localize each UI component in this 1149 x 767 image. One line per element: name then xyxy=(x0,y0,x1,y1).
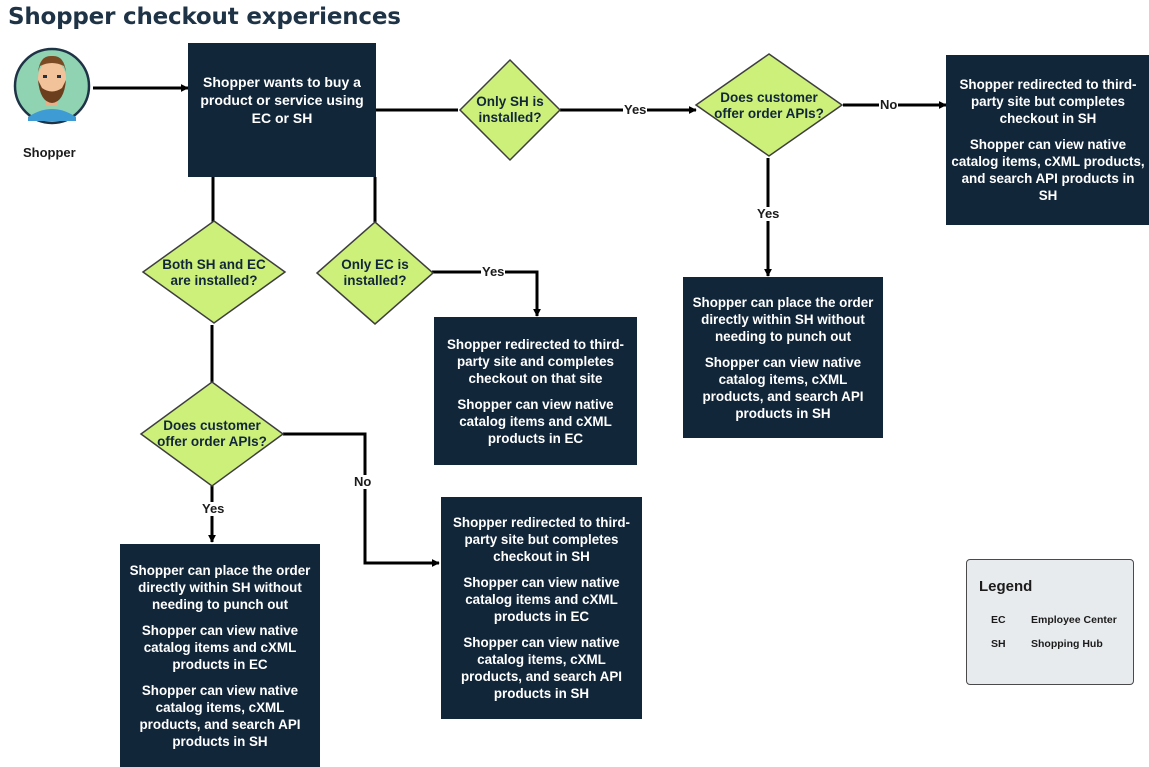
result-place-order-top-text-2: Shopper can view native catalog items, c… xyxy=(702,354,864,421)
start-text: Shopper wants to buy a product or servic… xyxy=(200,74,364,126)
result-place-order-top-box: Shopper can place the order directly wit… xyxy=(683,277,883,438)
decision-only-ec-diamond xyxy=(315,221,435,325)
legend: Legend EC Employee Center SH Shopping Hub xyxy=(966,559,1134,685)
connector-only-ec-yes xyxy=(432,270,541,317)
legend-abbr: SH xyxy=(991,638,1006,650)
decision-only-sh-label: Only SH is installed? xyxy=(476,94,544,125)
decision-only-sh-diamond xyxy=(458,58,562,162)
edge-label-apis-top-no: No xyxy=(879,97,899,112)
result-place-order-bottom-box: Shopper can place the order directly wit… xyxy=(120,544,320,767)
bearded-person-avatar-icon xyxy=(13,47,91,125)
decision-order-apis-bottom-diamond xyxy=(139,381,285,487)
legend-item-sh: SH Shopping Hub xyxy=(991,638,1103,650)
result-place-order-top-text-1: Shopper can place the order directly wit… xyxy=(692,294,874,344)
edge-label-only-sh-yes: Yes xyxy=(623,102,648,117)
result-place-order-bottom-text-1: Shopper can place the order directly wit… xyxy=(129,562,311,612)
result-only-ec-text-2: Shopper can view native catalog items an… xyxy=(457,396,614,446)
legend-meaning: Employee Center xyxy=(1031,614,1117,626)
result-only-ec-box: Shopper redirected to third-party site a… xyxy=(434,317,637,465)
result-place-order-bottom-text-3: Shopper can view native catalog items, c… xyxy=(139,682,301,749)
edge-label-apis-bottom-no: No xyxy=(353,474,373,489)
edge-label-only-ec-yes: Yes xyxy=(481,264,506,279)
edge-label-apis-bottom-yes: Yes xyxy=(201,501,226,516)
decision-order-apis-top-label: Does customer offer order APIs? xyxy=(714,90,824,121)
legend-title: Legend xyxy=(979,578,1033,595)
legend-meaning: Shopping Hub xyxy=(1031,638,1103,650)
legend-abbr: EC xyxy=(991,614,1006,626)
result-redirect-bottom-text-1: Shopper redirected to third-party site b… xyxy=(452,515,631,564)
page-title: Shopper checkout experiences xyxy=(8,4,401,30)
decision-both-diamond xyxy=(141,220,287,324)
result-redirect-bottom-box: Shopper redirected to third-party site b… xyxy=(441,497,642,719)
decision-both-label: Both SH and EC are installed? xyxy=(162,257,266,288)
edge-label-apis-top-yes: Yes xyxy=(756,206,781,221)
connector-apis-bottom-no xyxy=(283,432,440,567)
decision-order-apis-top-diamond xyxy=(694,53,844,157)
result-only-ec-text-1: Shopper redirected to third-party site a… xyxy=(446,336,625,386)
legend-item-ec: EC Employee Center xyxy=(991,614,1117,626)
result-redirect-bottom-text-2: Shopper can view native catalog items an… xyxy=(463,575,620,624)
decision-order-apis-bottom-label: Does customer offer order APIs? xyxy=(157,418,267,449)
result-redirect-bottom-text-3: Shopper can view native catalog items, c… xyxy=(461,635,622,701)
result-redirect-top-text-2: Shopper can view native catalog items, c… xyxy=(951,137,1145,203)
result-redirect-top-text-1: Shopper redirected to third-party site b… xyxy=(959,77,1137,126)
decision-only-ec-label: Only EC is installed? xyxy=(341,257,409,288)
start-box: Shopper wants to buy a product or servic… xyxy=(188,43,376,177)
shopper-avatar xyxy=(13,47,91,125)
shopper-label: Shopper xyxy=(23,145,76,160)
result-place-order-bottom-text-2: Shopper can view native catalog items an… xyxy=(141,622,299,672)
result-redirect-top-box: Shopper redirected to third-party site b… xyxy=(946,55,1149,225)
